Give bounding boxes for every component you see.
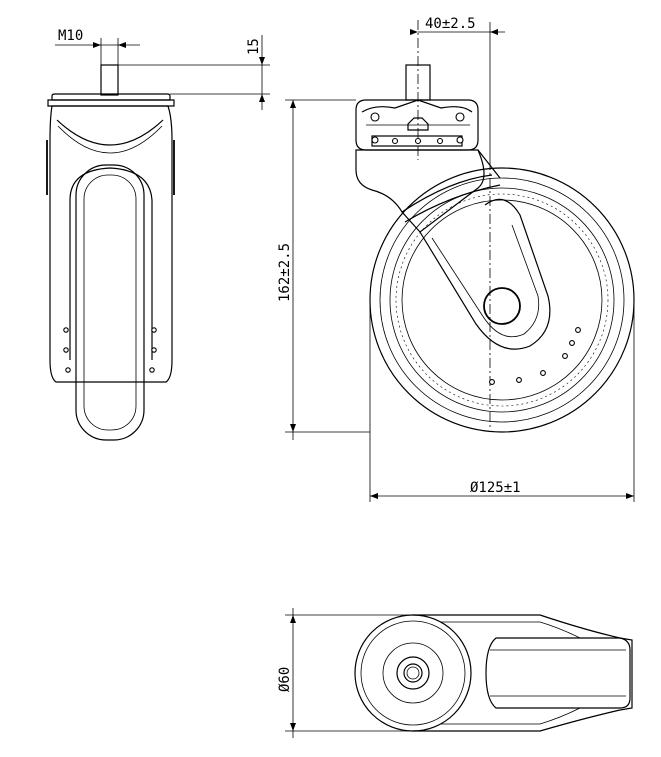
top-view: Ø60	[277, 608, 633, 738]
side-top-plate	[51, 93, 171, 101]
side-fork	[49, 105, 173, 383]
front-axle	[483, 287, 521, 325]
side-fork-opening	[69, 167, 153, 360]
side-wheel	[75, 164, 145, 441]
top-plate	[354, 614, 472, 732]
dim-height-label: 162±2.5	[277, 243, 293, 302]
dim-plate-diameter-label: Ø60	[277, 667, 293, 692]
front-fork	[355, 149, 485, 233]
side-stem	[100, 64, 119, 96]
front-view: 40±2.5 162±2.5 Ø125±1	[277, 16, 635, 502]
side-holes	[63, 327, 157, 373]
dim-thread-label: M10	[58, 28, 83, 44]
top-fork	[413, 614, 633, 732]
side-view: M10 15	[46, 28, 270, 441]
front-hub-holes	[489, 327, 581, 385]
dim-offset-label: 40±2.5	[425, 16, 476, 32]
dim-stem-length-label: 15	[246, 38, 262, 55]
dim-wheel-diameter-label: Ø125±1	[470, 480, 521, 496]
bearing-balls	[370, 112, 465, 145]
front-fork-leg	[419, 198, 551, 350]
front-swivel-head	[355, 99, 479, 151]
top-wheel	[485, 637, 631, 709]
